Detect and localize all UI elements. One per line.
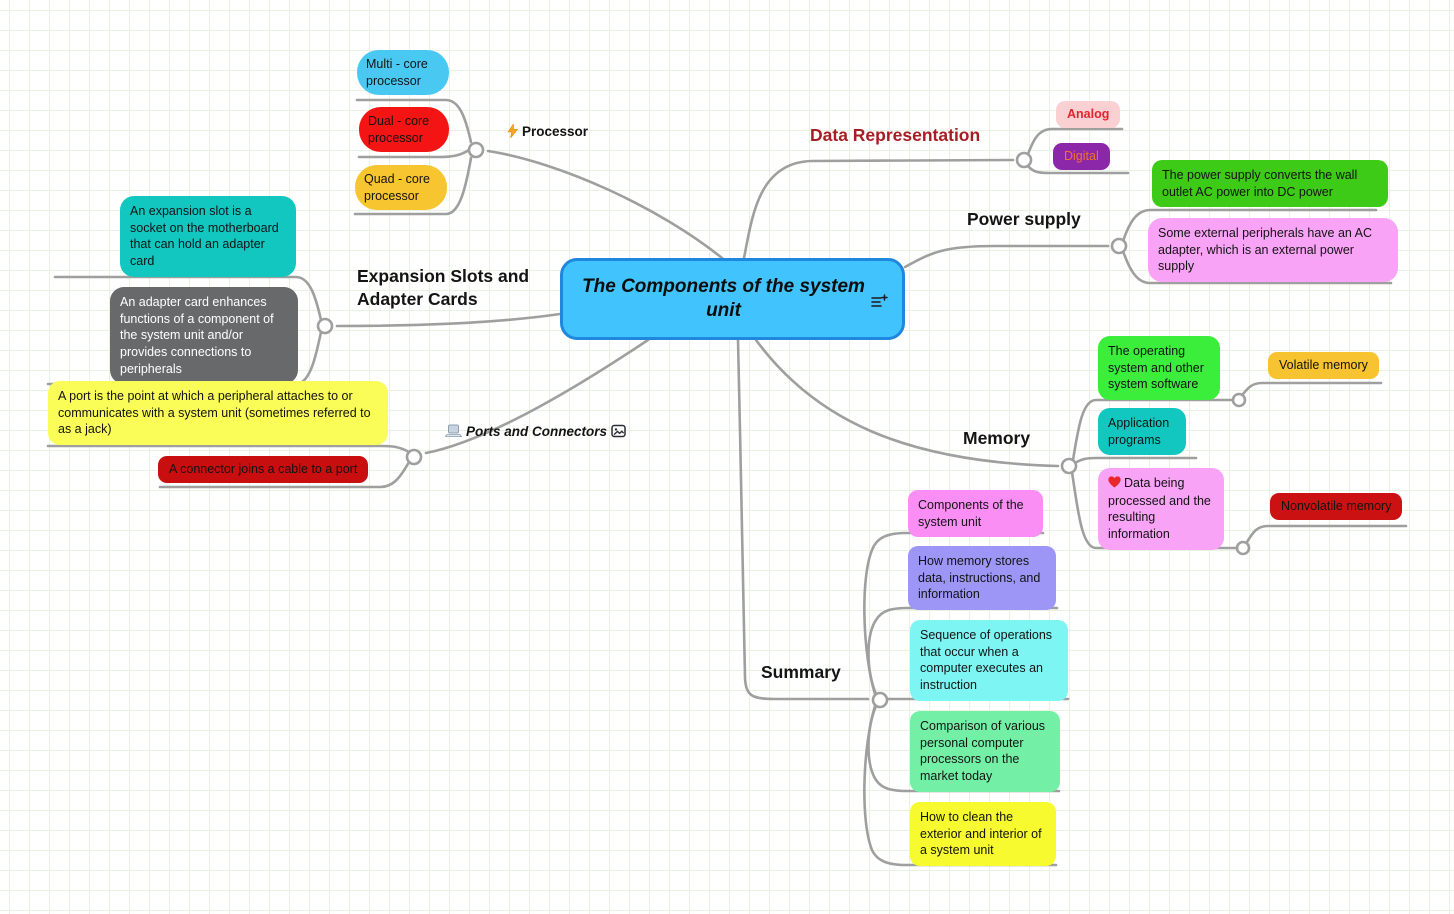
topic-data-being-processed[interactable]: Data being processed and the resulting i… [1098,468,1224,550]
topic-nonvolatile-memory[interactable]: Nonvolatile memory [1270,493,1403,520]
heart-icon [1108,476,1121,493]
topic-expansion-slot[interactable]: An expansion slot is a socket on the mot… [120,196,296,277]
central-topic-title: The Components of the system unit [582,276,865,321]
topic-processor-comparison[interactable]: Comparison of various personal computer … [910,711,1060,792]
topic-how-to-clean[interactable]: How to clean the exterior and interior o… [910,802,1056,866]
topic-dual-core-processor[interactable]: Dual - core processor [359,107,449,153]
topic-how-memory-stores[interactable]: How memory stores data, instructions, an… [908,546,1056,610]
branch-label-expansion-slots[interactable]: Expansion Slots and Adapter Cards [357,266,530,309]
topic-adapter-card[interactable]: An adapter card enhances functions of a … [110,287,298,385]
branch-label-ports-connectors[interactable]: Ports and Connectors [441,423,630,443]
topic-components-of-system-unit[interactable]: Components of the system unit [908,490,1043,538]
topic-power-supply-converts[interactable]: The power supply converts the wall outle… [1152,160,1388,208]
topic-application-programs[interactable]: Application programs [1098,408,1186,456]
branch-label-memory[interactable]: Memory [963,428,1031,448]
topic-operating-system[interactable]: The operating system and other system so… [1098,336,1220,400]
branch-label-data-representation[interactable]: Data Representation [810,125,981,145]
topic-multi-core-processor[interactable]: Multi - core processor [357,50,449,96]
image-icon [611,424,626,443]
topic-analog[interactable]: Analog [1056,101,1121,128]
topic-connector-definition[interactable]: A connector joins a cable to a port [158,456,369,483]
topic-port-definition[interactable]: A port is the point at which a periphera… [48,381,388,445]
laptop-icon [444,424,463,443]
topic-quad-core-processor[interactable]: Quad - core processor [355,165,447,211]
topic-sequence-of-operations[interactable]: Sequence of operations that occur when a… [910,620,1068,701]
topic-ac-adapter[interactable]: Some external peripherals have an AC ada… [1148,218,1398,282]
topic-volatile-memory[interactable]: Volatile memory [1268,352,1379,379]
branch-label-summary[interactable]: Summary [761,662,841,682]
notes-icon[interactable] [871,293,888,317]
lightning-icon [507,123,519,143]
topic-digital[interactable]: Digital [1053,143,1110,170]
central-topic[interactable]: The Components of the system unit [560,258,905,340]
branch-label-power-supply[interactable]: Power supply [967,209,1081,229]
branch-label-processor[interactable]: Processor [503,123,588,143]
